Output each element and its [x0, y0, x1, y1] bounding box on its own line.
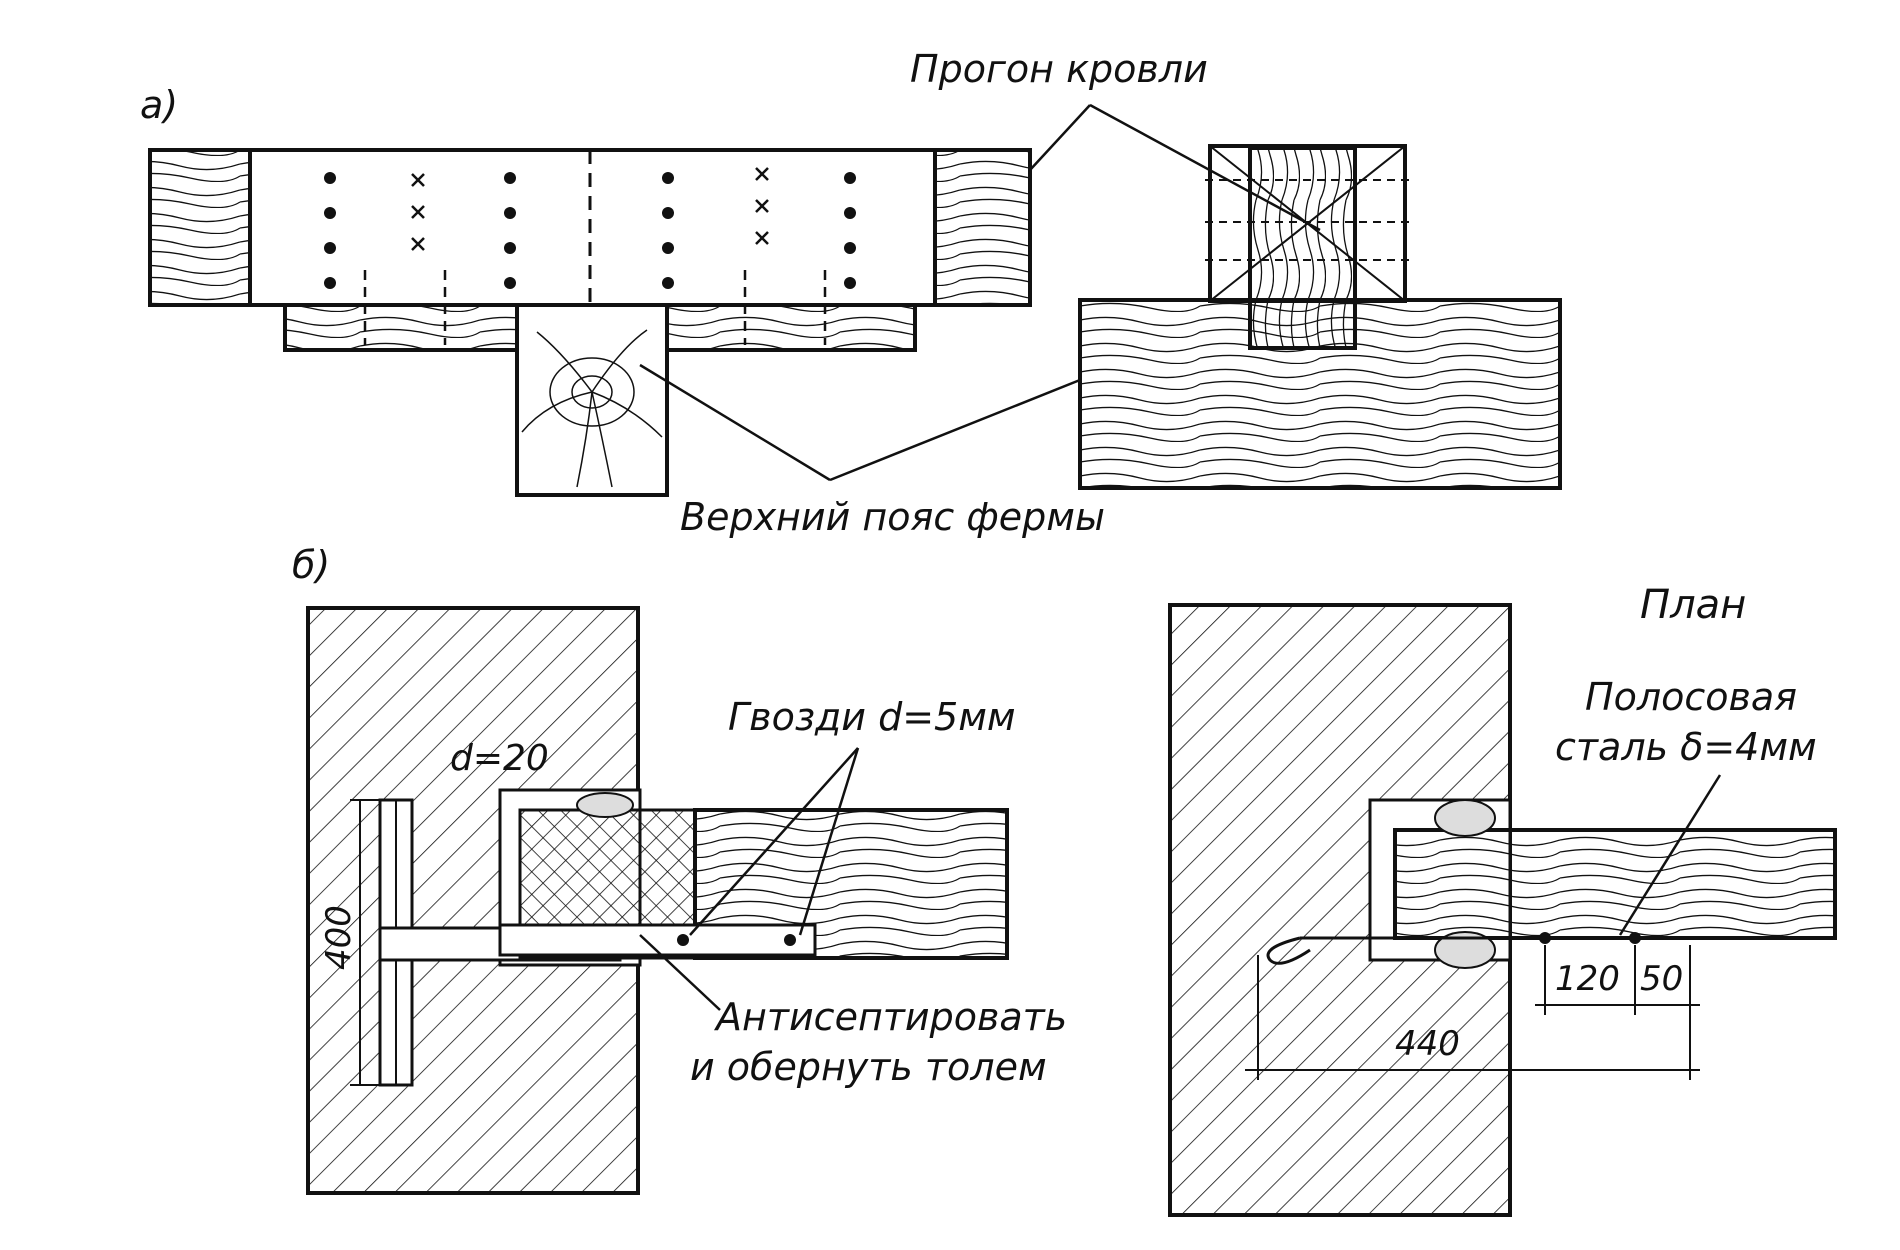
antiseptic-label-line1: Антисептировать	[713, 995, 1067, 1039]
leader-lines-a	[639, 103, 1321, 482]
height-dimension: 400	[319, 905, 359, 970]
dim-440: 440	[1395, 1024, 1460, 1064]
panel-a-label: а)	[140, 83, 178, 127]
purlin-side-view	[148, 148, 1032, 307]
purlin-label: Прогон кровли	[910, 47, 1208, 91]
nails-label: Гвозди d=5мм	[728, 695, 1016, 739]
chord-section-a	[283, 270, 917, 497]
leader-lines-b	[639, 747, 860, 1011]
panel-b: б) d=20 400	[292, 543, 1837, 1217]
steel-strip-leader	[1618, 774, 1722, 936]
rod-diameter-label: d=20	[450, 738, 549, 779]
plan-title: План	[1640, 582, 1746, 628]
dim-120: 120	[1555, 959, 1620, 999]
dim-50: 50	[1640, 959, 1683, 999]
top-chord-board	[1078, 298, 1562, 490]
antiseptic-label-line2: и обернуть толем	[690, 1045, 1047, 1089]
bolt-pattern	[324, 172, 856, 289]
nail-marks	[411, 167, 769, 251]
top-chord-label: Верхний пояс фермы	[680, 495, 1105, 539]
plan-beam	[1266, 799, 1837, 969]
beam-end-section	[498, 792, 1009, 960]
steel-strip-label-line2: сталь δ=4мм	[1555, 725, 1817, 769]
dimension-lines	[1245, 945, 1700, 1080]
steel-strip-label-line1: Полосовая	[1585, 675, 1797, 719]
panel-b-label: б)	[292, 543, 330, 587]
panel-a: а)	[140, 47, 1562, 539]
